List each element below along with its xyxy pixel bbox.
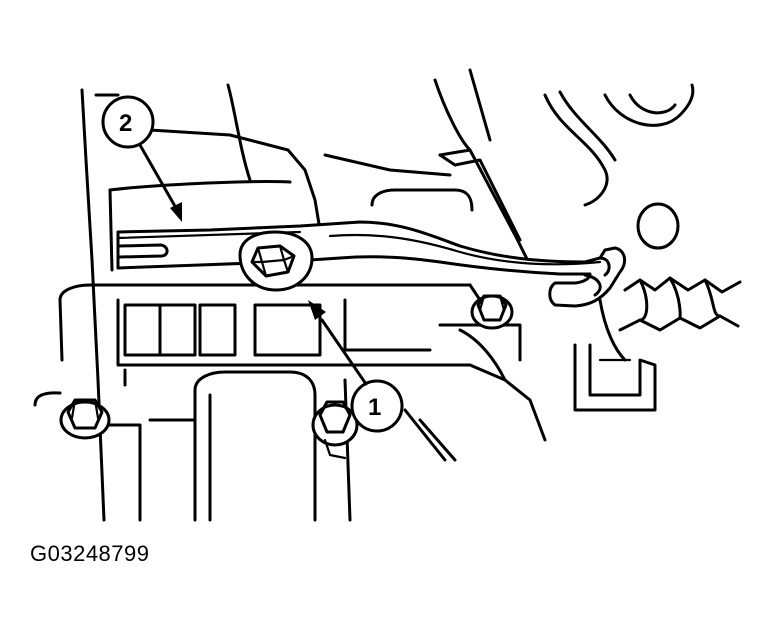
callout-2: 2 — [101, 95, 182, 222]
transmission-housing — [33, 68, 742, 522]
bolt-center — [311, 400, 359, 460]
pivot-bolt — [238, 230, 314, 292]
callout-1-number: 1 — [368, 394, 381, 421]
callout-2-number: 2 — [119, 110, 132, 137]
callout-1: 1 — [308, 300, 404, 433]
housing-bolts — [59, 294, 514, 460]
bolt-left — [59, 398, 111, 440]
callout-1-arrowhead — [308, 300, 326, 320]
release-fork — [116, 220, 627, 308]
bolt-right — [470, 294, 514, 330]
callout-2-arrowhead — [170, 202, 182, 222]
figure-id-label: G03248799 — [30, 541, 150, 566]
